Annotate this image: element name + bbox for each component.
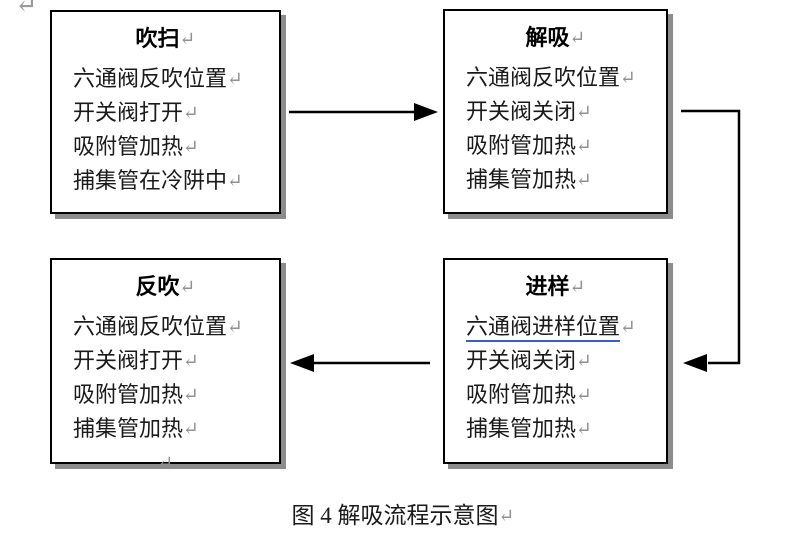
flow-step-line: 捕集管加热↵ [73, 416, 199, 441]
flow-box-backflush: 反吹↵ 六通阀反吹位置↵ 开关阀打开↵ 吸附管加热↵ 捕集管加热↵ ↵ [50, 258, 281, 474]
flow-step-line: 吸附管加热↵ [73, 382, 199, 407]
box-title-text: 吹扫 [135, 26, 180, 51]
box-title-purge: 吹扫↵ [52, 23, 279, 56]
flow-box-inject: 进样↵ 六通阀进样位置↵ 开关阀关闭↵ 吸附管加热↵ 捕集管加热↵ [443, 258, 668, 464]
flow-box-purge: 吹扫↵ 六通阀反吹位置↵ 开关阀打开↵ 吸附管加热↵ 捕集管在冷阱中↵ [50, 10, 281, 214]
paragraph-return-icon: ↵ [498, 506, 515, 527]
flow-step-line: 吸附管加热↵ [466, 133, 592, 158]
flow-step-line: 六通阀进样位置↵ [445, 310, 666, 344]
arrow-desorb-to-inject [681, 109, 741, 372]
paragraph-return-icon: ↵ [227, 69, 243, 90]
box-body: 六通阀反吹位置↵ 开关阀打开↵ 吸附管加热↵ 捕集管在冷阱中↵ [52, 62, 279, 198]
flow-step-line: 开关阀打开↵ [73, 100, 199, 125]
box-body: 六通阀反吹位置↵ 开关阀打开↵ 吸附管加热↵ 捕集管加热↵ ↵ [52, 310, 279, 480]
paragraph-return-icon: ↵ [15, 0, 38, 19]
flow-step-line: 开关阀关闭↵ [466, 348, 592, 373]
figure-caption-text: 图 4 解吸流程示意图 [291, 503, 499, 528]
flow-step-line: 捕集管加热↵ [466, 167, 592, 192]
paragraph-return-icon: ↵ [227, 171, 243, 192]
paragraph-return-icon: ↵ [576, 419, 592, 440]
box-title-text: 进样 [525, 274, 570, 299]
arrow-inject-to-backflush [290, 354, 430, 372]
paragraph-return-icon: ↵ [576, 170, 592, 191]
box-body: 六通阀进样位置↵ 开关阀关闭↵ 吸附管加热↵ 捕集管加热↵ [445, 310, 666, 446]
flow-step-line: 吸附管加热↵ [466, 382, 592, 407]
paragraph-return-icon: ↵ [179, 29, 196, 50]
paragraph-return-icon: ↵ [576, 136, 592, 157]
paragraph-return-icon: ↵ [620, 317, 636, 338]
paragraph-return-icon: ↵ [183, 137, 199, 158]
flow-step-line: 开关阀打开↵ [73, 348, 199, 373]
paragraph-return-icon: ↵ [576, 385, 592, 406]
box-body: 六通阀反吹位置↵ 开关阀关闭↵ 吸附管加热↵ 捕集管加热↵ [445, 61, 666, 197]
flow-step-line: 捕集管在冷阱中↵ [73, 168, 243, 193]
paragraph-return-icon: ↵ [227, 317, 243, 338]
paragraph-return-icon: ↵ [569, 277, 586, 298]
box-title-inject: 进样↵ [445, 271, 666, 304]
paragraph-return-icon: ↵ [157, 453, 174, 474]
box-title-desorb: 解吸↵ [445, 22, 666, 55]
flow-step-line: 吸附管加热↵ [73, 134, 199, 159]
empty-paragraph: ↵ [52, 446, 279, 480]
flow-step-line: 六通阀反吹位置↵ [73, 66, 243, 91]
paragraph-return-icon: ↵ [179, 277, 196, 298]
box-title-backflush: 反吹↵ [52, 271, 279, 304]
box-title-text: 反吹 [135, 274, 180, 299]
paragraph-return-icon: ↵ [620, 68, 636, 89]
paragraph-return-icon: ↵ [183, 385, 199, 406]
flow-step-line: 六通阀反吹位置↵ [466, 65, 636, 90]
flow-step-line: 六通阀反吹位置↵ [73, 314, 243, 339]
paragraph-return-icon: ↵ [183, 103, 199, 124]
arrow-purge-to-desorb [289, 103, 438, 121]
paragraph-return-icon: ↵ [576, 351, 592, 372]
grammar-underlined-text: 六通阀进样位置 [466, 314, 621, 342]
figure-caption: 图 4 解吸流程示意图↵ [0, 496, 806, 530]
flow-box-desorb: 解吸↵ 六通阀反吹位置↵ 开关阀关闭↵ 吸附管加热↵ 捕集管加热↵ [443, 9, 668, 214]
flow-step-line: 捕集管加热↵ [466, 416, 592, 441]
flow-step-line: 开关阀关闭↵ [466, 99, 592, 124]
paragraph-return-icon: ↵ [183, 351, 199, 372]
paragraph-return-icon: ↵ [576, 102, 592, 123]
box-title-text: 解吸 [525, 25, 570, 50]
paragraph-return-icon: ↵ [183, 419, 199, 440]
paragraph-return-icon: ↵ [569, 28, 586, 49]
